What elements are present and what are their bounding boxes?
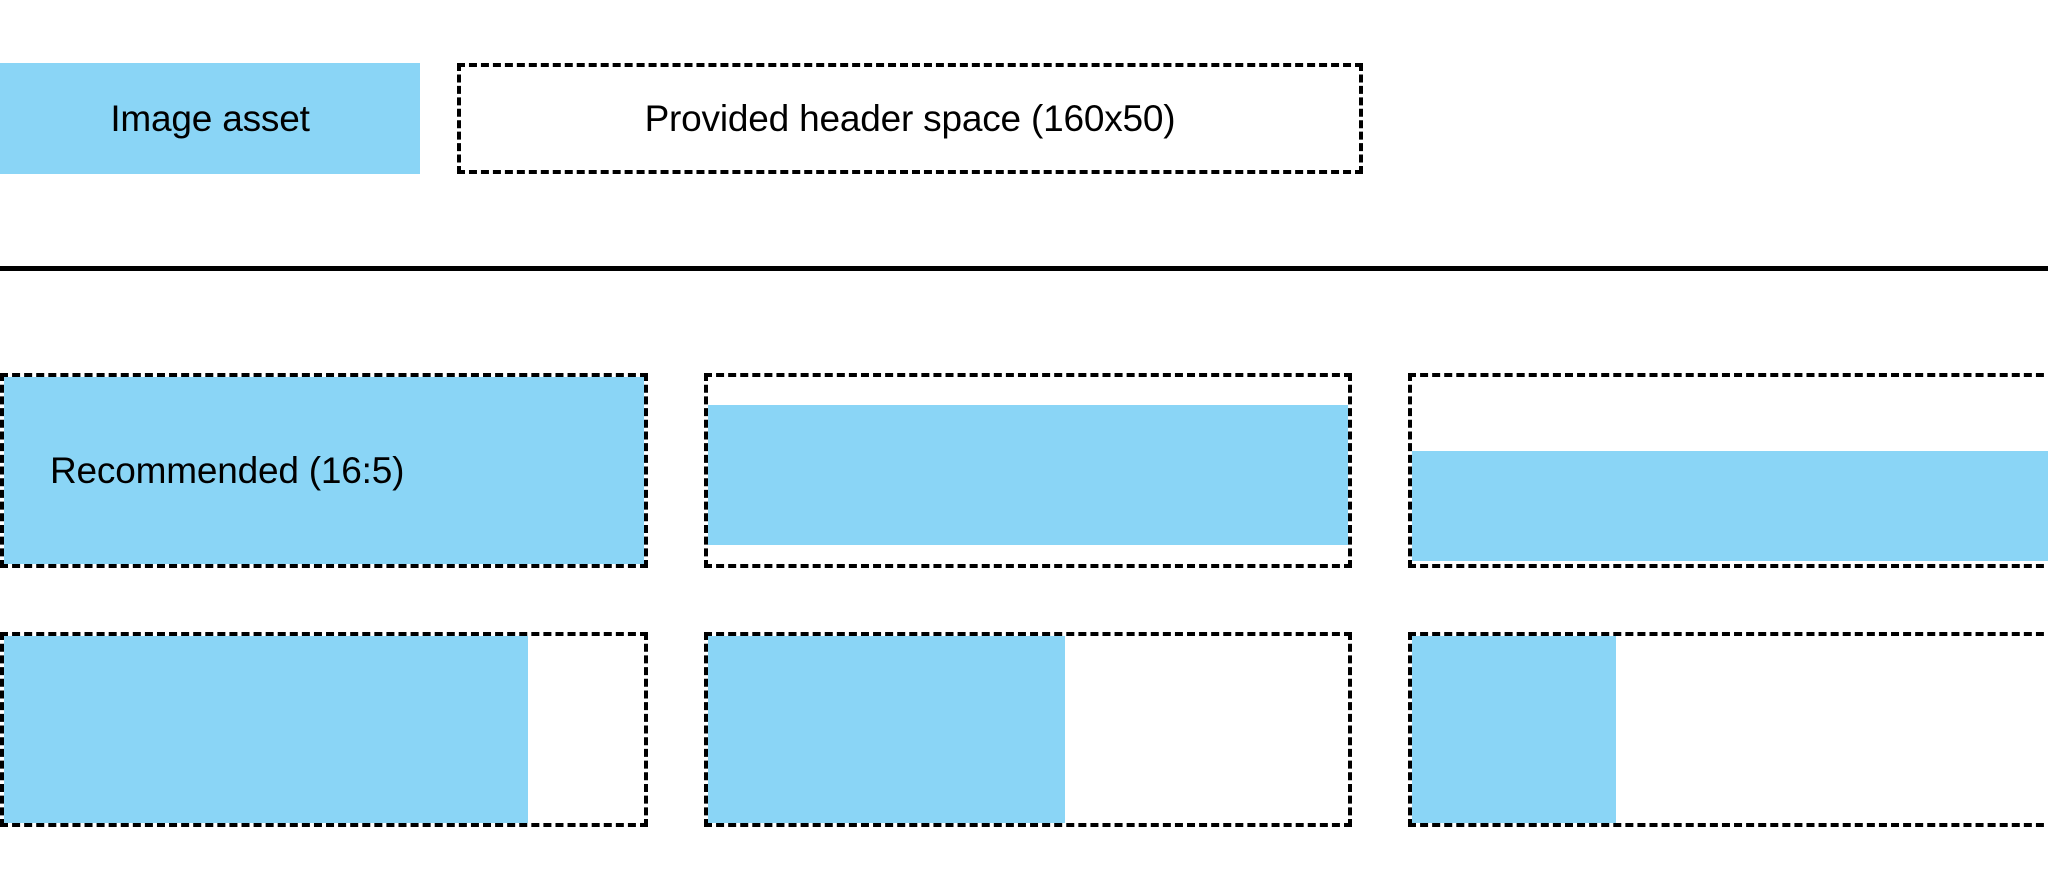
provided-header-space-box: Provided header space (160x50) — [457, 63, 1363, 174]
asset-fill — [708, 405, 1348, 545]
ratio-cell-recommended: Recommended (16:5) — [0, 373, 648, 568]
asset-fill — [4, 636, 528, 823]
ratio-cell-inset-band — [1408, 373, 2048, 568]
image-asset-label: Image asset — [110, 98, 310, 139]
asset-fill — [1412, 636, 1616, 823]
ratio-row-partial-widths — [0, 632, 2048, 827]
section-divider — [0, 266, 2048, 271]
provided-header-space-label: Provided header space (160x50) — [644, 98, 1176, 139]
image-asset-swatch: Image asset — [0, 63, 420, 174]
ratio-cell-fill-80 — [0, 632, 648, 827]
asset-fill — [708, 636, 1065, 823]
asset-fill — [1412, 451, 2048, 561]
ratio-cell-inset-horizontal — [704, 373, 1352, 568]
asset-fill — [4, 377, 644, 564]
ratio-cell-fill-31 — [1408, 632, 2048, 827]
ratio-row-recommended: Recommended (16:5) — [0, 373, 2048, 568]
ratio-cell-fill-55 — [704, 632, 1352, 827]
